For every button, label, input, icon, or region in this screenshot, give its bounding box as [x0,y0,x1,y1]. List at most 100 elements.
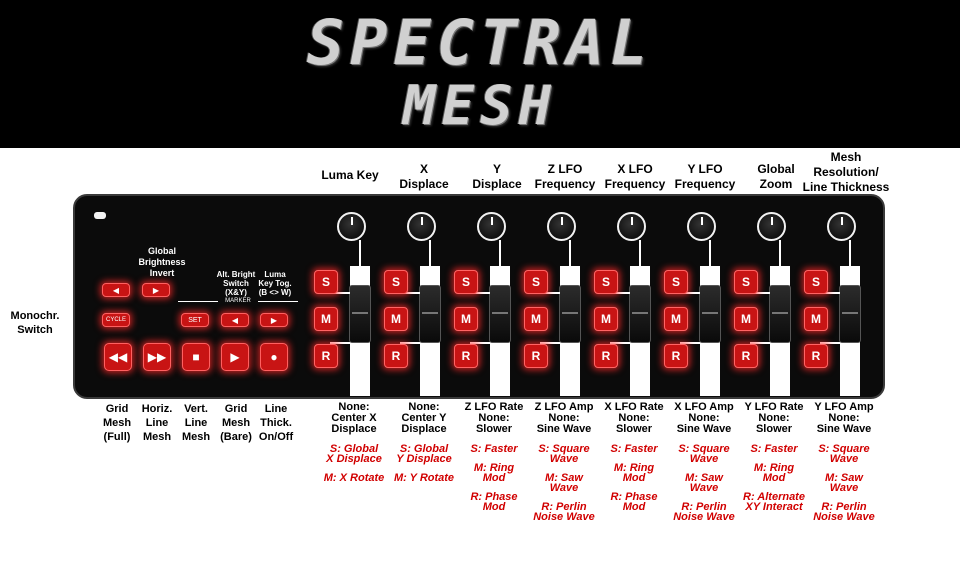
knob-label-mesh-resolution: Mesh Resolution/ Line Thickness [802,150,890,194]
fader-luma-key[interactable] [349,285,371,343]
fader-top-line-y-displace [470,292,490,294]
r-button-luma-key[interactable]: R [314,344,338,368]
knob-indicator-z-lfo [561,217,563,225]
power-led [94,212,106,219]
fader-center-line-luma-key [352,312,368,314]
m-button-luma-key[interactable]: M [314,307,338,331]
s-button-luma-key[interactable]: S [314,270,338,294]
s-function-x-lfo: S: Faster [610,443,658,455]
knob-stem-x-lfo [639,240,641,268]
m-button-z-lfo[interactable]: M [524,307,548,331]
s-button-global-zoom[interactable]: S [734,270,758,294]
fader-top-line-mesh-resolution [820,292,840,294]
fader-center-line-x-displace [422,312,438,314]
r-button-x-displace[interactable]: R [384,344,408,368]
r-button-y-lfo[interactable]: R [664,344,688,368]
knob-z-lfo[interactable] [547,212,576,241]
m-button-global-zoom[interactable]: M [734,307,758,331]
fader-bottom-line-y-lfo [680,342,700,344]
knob-indicator-y-displace [491,217,493,225]
m-button-y-lfo[interactable]: M [664,307,688,331]
knob-indicator-y-lfo [701,217,703,225]
fader-z-lfo[interactable] [559,285,581,343]
m-function-y-lfo: M: Saw Wave [685,472,723,494]
knob-luma-key[interactable] [337,212,366,241]
fader-center-line-mesh-resolution [842,312,858,314]
knob-y-lfo[interactable] [687,212,716,241]
luma-key-tog-label: Luma Key Tog. (B <> W) [258,270,292,297]
track-left-button[interactable]: ◀ [102,283,130,297]
knob-stem-y-displace [499,240,501,268]
fast-forward-button[interactable]: ▶▶ [143,343,171,371]
fader-bottom-line-z-lfo [540,342,560,344]
fader-mesh-resolution[interactable] [839,285,861,343]
monochrome-switch-label: Monochr. Switch [10,310,60,336]
knob-indicator-luma-key [351,217,353,225]
m-function-x-displace: M: Y Rotate [393,472,455,484]
fader-top-line-y-lfo [680,292,700,294]
knob-y-displace[interactable] [477,212,506,241]
record-button[interactable]: ● [260,343,288,371]
alt-bright-switch-label: Alt. Bright Switch (X&Y) [216,270,256,297]
marker-left-button[interactable]: ◀ [221,313,249,327]
m-function-y-displace: M: Ring Mod [473,462,515,484]
title-line-1: SPECTRAL [306,6,654,79]
play-button[interactable]: ▶ [221,343,249,371]
s-button-mesh-resolution[interactable]: S [804,270,828,294]
fader-y-lfo[interactable] [699,285,721,343]
fader-global-zoom[interactable] [769,285,791,343]
marker-right-button[interactable]: ▶ [260,313,288,327]
fader-x-lfo[interactable] [629,285,651,343]
fader-center-line-y-displace [492,312,508,314]
r-button-global-zoom[interactable]: R [734,344,758,368]
track-right-button[interactable]: ▶ [142,283,170,297]
s-button-z-lfo[interactable]: S [524,270,548,294]
r-button-y-displace[interactable]: R [454,344,478,368]
marker-line-right [258,301,298,302]
knob-stem-z-lfo [569,240,571,268]
set-button[interactable]: SET [181,313,209,327]
m-button-y-displace[interactable]: M [454,307,478,331]
s-function-y-lfo: S: Square Wave [678,443,730,465]
m-button-mesh-resolution[interactable]: M [804,307,828,331]
knob-global-zoom[interactable] [757,212,786,241]
knob-stem-luma-key [359,240,361,268]
knob-stem-mesh-resolution [849,240,851,268]
fader-center-line-x-lfo [632,312,648,314]
global-brightness-invert-label: Global Brightness Invert [138,246,186,278]
knob-mesh-resolution[interactable] [827,212,856,241]
r-function-z-lfo: R: Perlin Noise Wave [533,501,595,523]
m-function-x-lfo: M: Ring Mod [613,462,655,484]
knob-x-displace[interactable] [407,212,436,241]
s-function-x-displace: S: Global Y Displace [396,443,452,465]
function-column-x-lfo: X LFO Rate None: Slower S: Faster M: Ring … [592,401,676,513]
s-function-global-zoom: S: Faster [750,443,798,455]
s-button-x-lfo[interactable]: S [594,270,618,294]
r-button-x-lfo[interactable]: R [594,344,618,368]
knob-indicator-global-zoom [771,217,773,225]
knob-x-lfo[interactable] [617,212,646,241]
rewind-button[interactable]: ◀◀ [104,343,132,371]
s-button-x-displace[interactable]: S [384,270,408,294]
knob-label-x-lfo-frequency: X LFO Frequency [604,162,666,191]
fader-bottom-line-y-displace [470,342,490,344]
r-button-z-lfo[interactable]: R [524,344,548,368]
s-button-y-displace[interactable]: S [454,270,478,294]
s-button-y-lfo[interactable]: S [664,270,688,294]
none-label-x-lfo: X LFO Rate None: Slower [604,401,664,435]
fader-y-displace[interactable] [489,285,511,343]
m-button-x-lfo[interactable]: M [594,307,618,331]
cycle-button[interactable]: CYCLE [102,313,130,327]
marker-line-left [178,301,218,302]
r-function-global-zoom: R: Alternate XY Interact [743,491,805,513]
m-button-x-displace[interactable]: M [384,307,408,331]
r-button-mesh-resolution[interactable]: R [804,344,828,368]
s-function-y-displace: S: Faster [470,443,518,455]
fader-x-displace[interactable] [419,285,441,343]
fader-top-line-z-lfo [540,292,560,294]
stop-button[interactable]: ■ [182,343,210,371]
